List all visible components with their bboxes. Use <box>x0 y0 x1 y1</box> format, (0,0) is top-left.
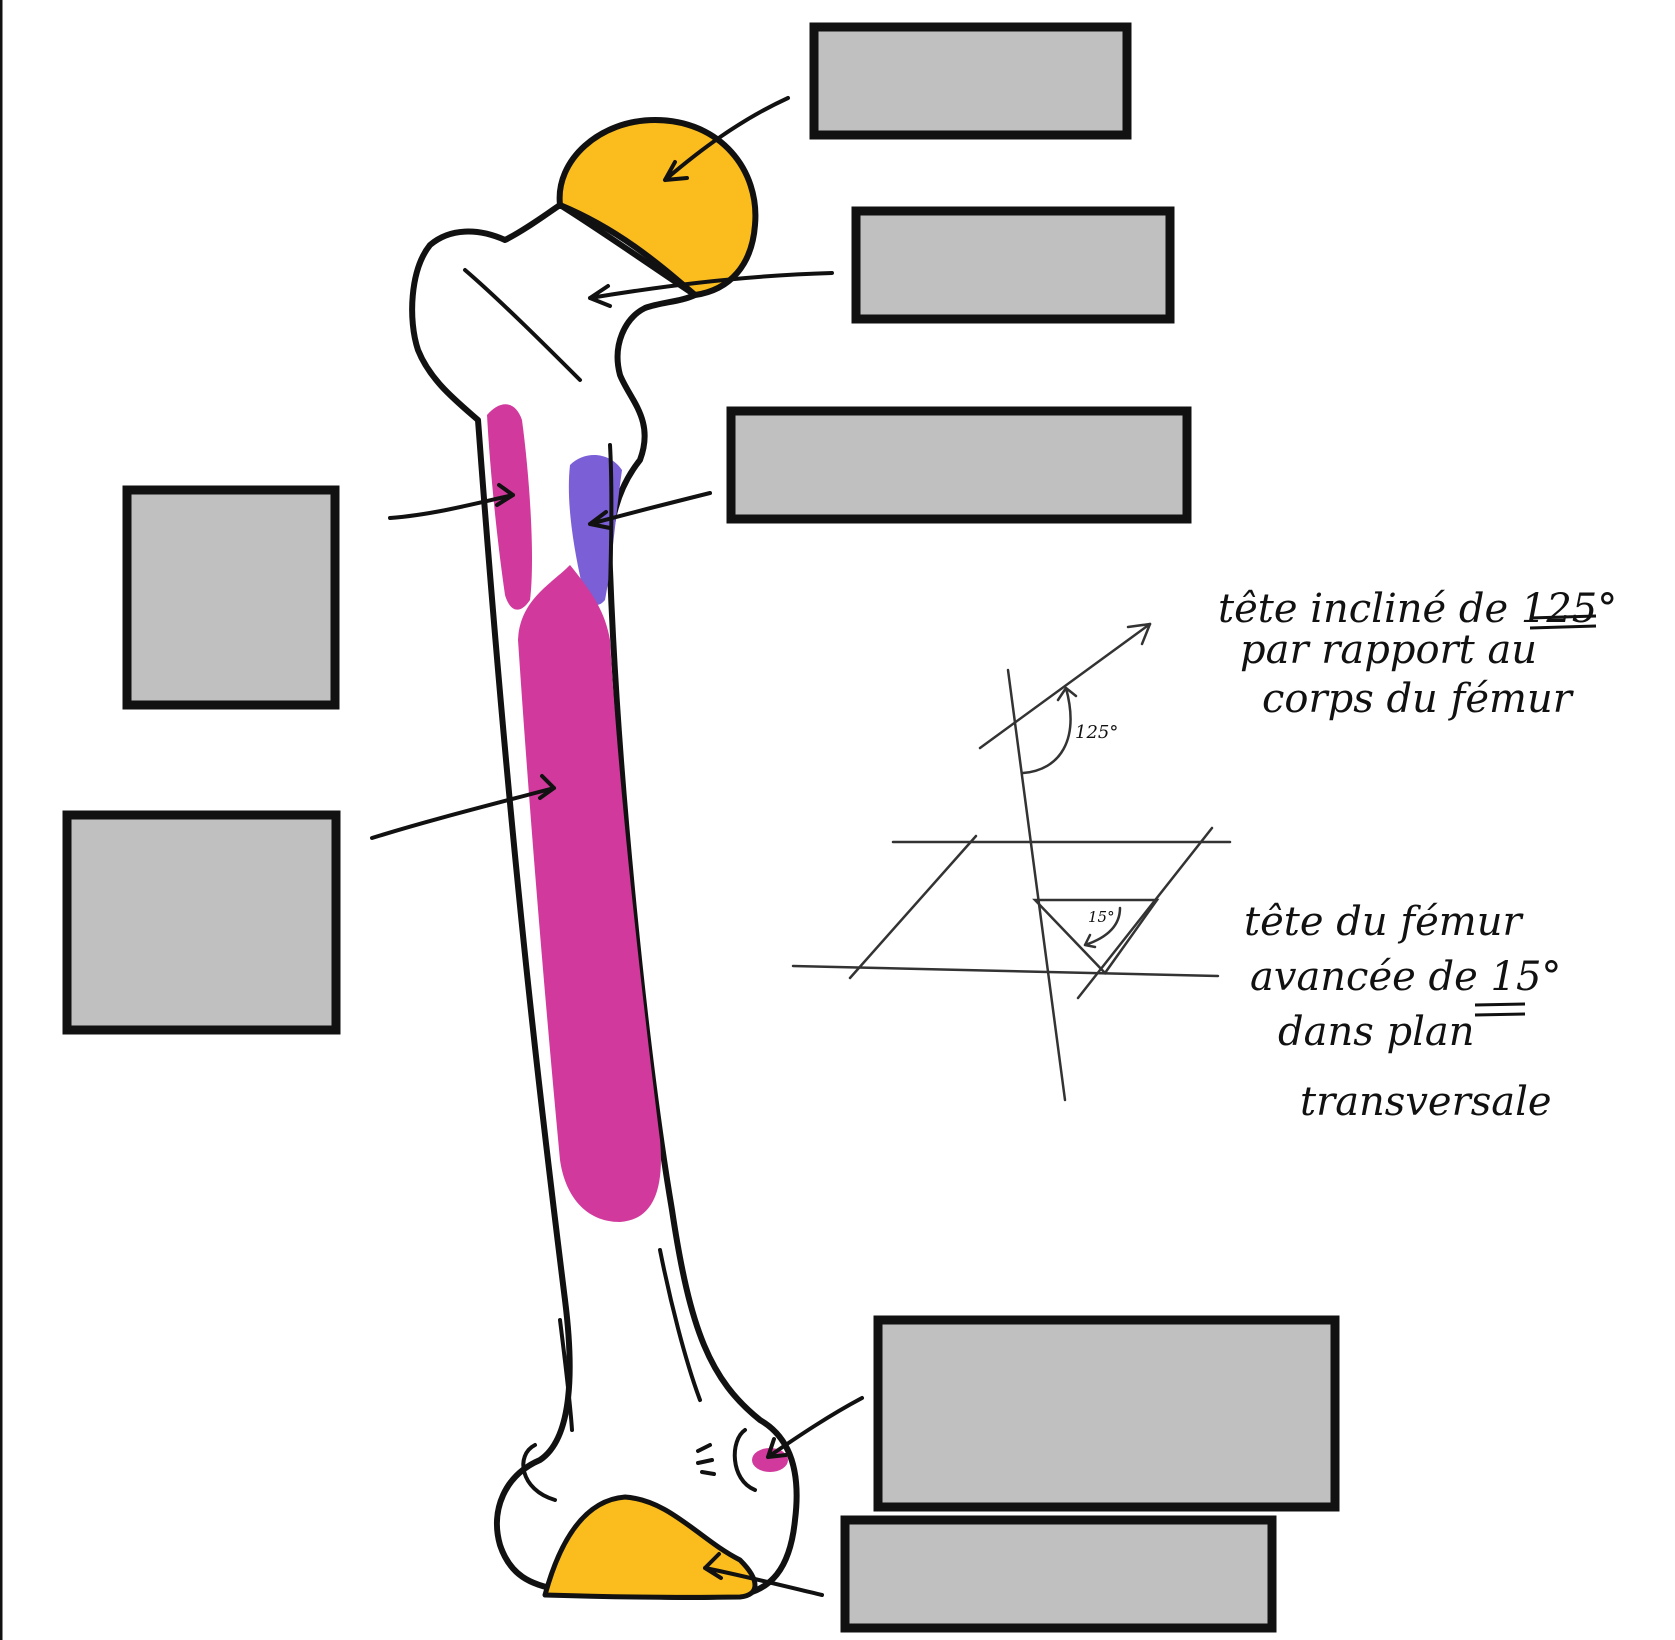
label-box-left-lower[interactable] <box>62 810 341 1035</box>
label-boxes <box>62 22 1340 1633</box>
arrow-left-upper <box>388 483 515 520</box>
anteversion-note-line-3: dans plan <box>1278 1009 1474 1055</box>
arrow-epicondyle <box>766 1396 864 1459</box>
label-box-condyle[interactable] <box>840 1515 1277 1633</box>
anteversion-note: tête du fémur avancée de 15° dans plan t… <box>1244 899 1561 1125</box>
neck-shaft-angle-sketch <box>978 622 1152 1102</box>
anteversion-note-line-4: transversale <box>1300 1079 1552 1125</box>
pointer-arrows <box>370 96 864 1597</box>
angle-note-line-2: par rapport au <box>1240 627 1537 673</box>
angle-small-label: 125° <box>1075 722 1118 743</box>
angle-note-line-1: tête incliné de 125° <box>1218 586 1617 632</box>
arrow-left-lower <box>370 774 556 840</box>
arrow-femoral-head <box>663 96 790 182</box>
angle-note-line-3: corps du fémur <box>1262 676 1575 722</box>
anteversion-sketch <box>791 826 1232 1000</box>
proximal-marrow-region <box>487 404 533 610</box>
femoral-head <box>556 117 759 298</box>
label-box-femoral-head[interactable] <box>809 22 1132 140</box>
arrow-femoral-neck <box>588 271 834 308</box>
label-box-epicondyle[interactable] <box>873 1315 1340 1512</box>
label-box-femoral-neck[interactable] <box>851 206 1175 324</box>
arrow-condyle <box>703 1552 824 1597</box>
anteversion-note-line-1: tête du fémur <box>1244 899 1524 945</box>
label-box-left-upper[interactable] <box>122 485 340 710</box>
label-box-trochanter[interactable] <box>726 406 1192 524</box>
angle-note: tête incliné de 125° par rapport au corp… <box>1218 586 1617 722</box>
femur-detail-lines <box>463 268 757 1502</box>
arrow-trochanter <box>588 491 712 530</box>
medullary-cavity <box>518 565 661 1222</box>
anteversion-small-label: 15° <box>1088 908 1115 926</box>
distal-condyle <box>542 1494 758 1600</box>
anteversion-note-line-2: avancée de 15° <box>1250 954 1561 1000</box>
